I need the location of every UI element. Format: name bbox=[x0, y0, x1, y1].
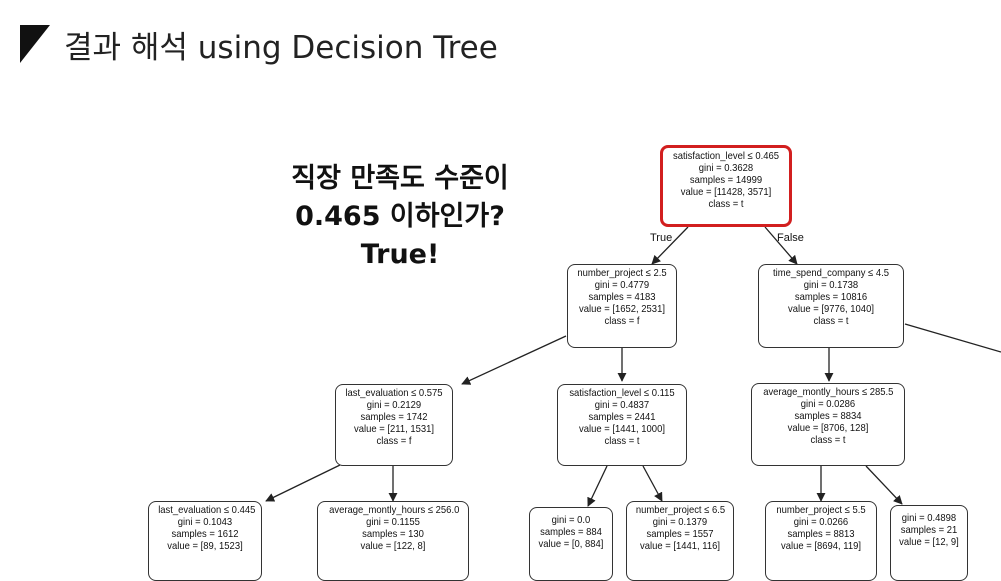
question-answer: True! bbox=[360, 239, 440, 270]
tree-node-n2: time_spend_company ≤ 4.5 gini = 0.1738 s… bbox=[758, 264, 904, 348]
node-class: class = t bbox=[604, 435, 640, 447]
tree-edges bbox=[265, 226, 1001, 507]
edge-n4-n9 bbox=[642, 465, 663, 502]
tree-node-n7: average_montly_hours ≤ 256.0 gini = 0.11… bbox=[317, 501, 469, 581]
node-class: class = t bbox=[708, 198, 744, 210]
node-gini: gini = 0.2129 bbox=[366, 399, 422, 411]
node-class: class = t bbox=[813, 315, 849, 327]
node-value: value = [8706, 128] bbox=[787, 422, 869, 434]
node-samples: samples = 1612 bbox=[171, 528, 239, 540]
node-value: value = [122, 8] bbox=[360, 540, 426, 552]
edge-root-n2 bbox=[764, 226, 798, 265]
node-gini: gini = 0.0286 bbox=[800, 398, 856, 410]
slide-title: 결과 해석 using Decision Tree bbox=[64, 29, 498, 66]
node-gini: gini = 0.4779 bbox=[594, 279, 650, 291]
node-split: time_spend_company ≤ 4.5 bbox=[772, 267, 890, 279]
tree-node-n9: number_project ≤ 6.5 gini = 0.1379 sampl… bbox=[626, 501, 734, 581]
question-callout: 직장 만족도 수준이 0.465 이하인가? True! bbox=[250, 160, 550, 274]
node-samples: samples = 884 bbox=[540, 526, 602, 538]
node-gini: gini = 0.3628 bbox=[698, 162, 754, 174]
node-gini: gini = 0.4898 bbox=[901, 512, 957, 524]
node-samples: samples = 2441 bbox=[588, 411, 656, 423]
node-gini: gini = 0.0 bbox=[551, 514, 591, 526]
node-samples: samples = 10816 bbox=[794, 291, 868, 303]
tree-node-n10: number_project ≤ 5.5 gini = 0.0266 sampl… bbox=[765, 501, 877, 581]
node-value: value = [12, 9] bbox=[899, 536, 959, 548]
node-value: value = [9776, 1040] bbox=[788, 303, 874, 315]
node-value: value = [0, 884] bbox=[538, 538, 604, 550]
node-split: average_montly_hours ≤ 256.0 bbox=[329, 504, 460, 516]
node-samples: samples = 130 bbox=[362, 528, 424, 540]
triangle-marker-icon bbox=[20, 25, 50, 63]
tree-node-root: satisfaction_level ≤ 0.465 gini = 0.3628… bbox=[660, 145, 792, 227]
edge-label-false: False bbox=[777, 232, 804, 244]
edge-n3-n6 bbox=[265, 464, 341, 502]
tree-node-n11: gini = 0.4898 samples = 21 value = [12, … bbox=[890, 505, 968, 581]
node-value: value = [1441, 116] bbox=[640, 540, 720, 552]
tree-node-n5: average_montly_hours ≤ 285.5 gini = 0.02… bbox=[751, 383, 905, 466]
edge-root-n1 bbox=[651, 226, 689, 265]
node-gini: gini = 0.1043 bbox=[177, 516, 233, 528]
node-gini: gini = 0.1738 bbox=[803, 279, 859, 291]
node-split: number_project ≤ 2.5 bbox=[577, 267, 667, 279]
node-split: last_evaluation ≤ 0.575 bbox=[345, 387, 443, 399]
edge-label-true: True bbox=[650, 232, 673, 244]
node-samples: samples = 1557 bbox=[646, 528, 714, 540]
question-line-2: 0.465 이하인가? bbox=[295, 201, 505, 232]
node-samples: samples = 21 bbox=[900, 524, 958, 536]
node-value: value = [89, 1523] bbox=[167, 540, 243, 552]
node-samples: samples = 4183 bbox=[588, 291, 656, 303]
node-samples: samples = 8834 bbox=[794, 410, 862, 422]
node-split: number_project ≤ 6.5 bbox=[635, 504, 726, 516]
node-split: average_montly_hours ≤ 285.5 bbox=[763, 386, 894, 398]
question-line-1: 직장 만족도 수준이 bbox=[291, 163, 509, 194]
tree-node-n1: number_project ≤ 2.5 gini = 0.4779 sampl… bbox=[567, 264, 677, 348]
node-gini: gini = 0.1379 bbox=[652, 516, 708, 528]
node-samples: samples = 14999 bbox=[689, 174, 763, 186]
node-split: satisfaction_level ≤ 0.465 bbox=[672, 150, 780, 162]
node-value: value = [11428, 3571] bbox=[680, 186, 772, 198]
slide-header: 결과 해석 using Decision Tree bbox=[20, 22, 498, 66]
node-value: value = [1441, 1000] bbox=[579, 423, 665, 435]
node-class: class = f bbox=[604, 315, 640, 327]
edge-n1-n3 bbox=[461, 335, 567, 385]
node-class: class = t bbox=[810, 434, 846, 446]
node-gini: gini = 0.1155 bbox=[366, 516, 420, 528]
tree-node-n4: satisfaction_level ≤ 0.115 gini = 0.4837… bbox=[557, 384, 687, 466]
node-class: class = f bbox=[376, 435, 412, 447]
node-split: last_evaluation ≤ 0.445 bbox=[158, 504, 256, 516]
node-value: value = [211, 1531] bbox=[354, 423, 434, 435]
tree-node-n8: gini = 0.0 samples = 884 value = [0, 884… bbox=[529, 507, 613, 581]
edge-n2-offscreen bbox=[904, 323, 1001, 353]
node-value: value = [8694, 119] bbox=[781, 540, 861, 552]
tree-node-n3: last_evaluation ≤ 0.575 gini = 0.2129 sa… bbox=[335, 384, 453, 466]
edge-n5-n11 bbox=[865, 465, 903, 505]
node-samples: samples = 1742 bbox=[360, 411, 428, 423]
node-split: satisfaction_level ≤ 0.115 bbox=[569, 387, 675, 399]
node-gini: gini = 0.4837 bbox=[594, 399, 650, 411]
edge-n4-n8 bbox=[587, 465, 608, 507]
tree-node-n6: last_evaluation ≤ 0.445 gini = 0.1043 sa… bbox=[148, 501, 262, 581]
node-samples: samples = 8813 bbox=[787, 528, 855, 540]
node-gini: gini = 0.0266 bbox=[793, 516, 849, 528]
node-value: value = [1652, 2531] bbox=[579, 303, 665, 315]
node-split: number_project ≤ 5.5 bbox=[776, 504, 866, 516]
